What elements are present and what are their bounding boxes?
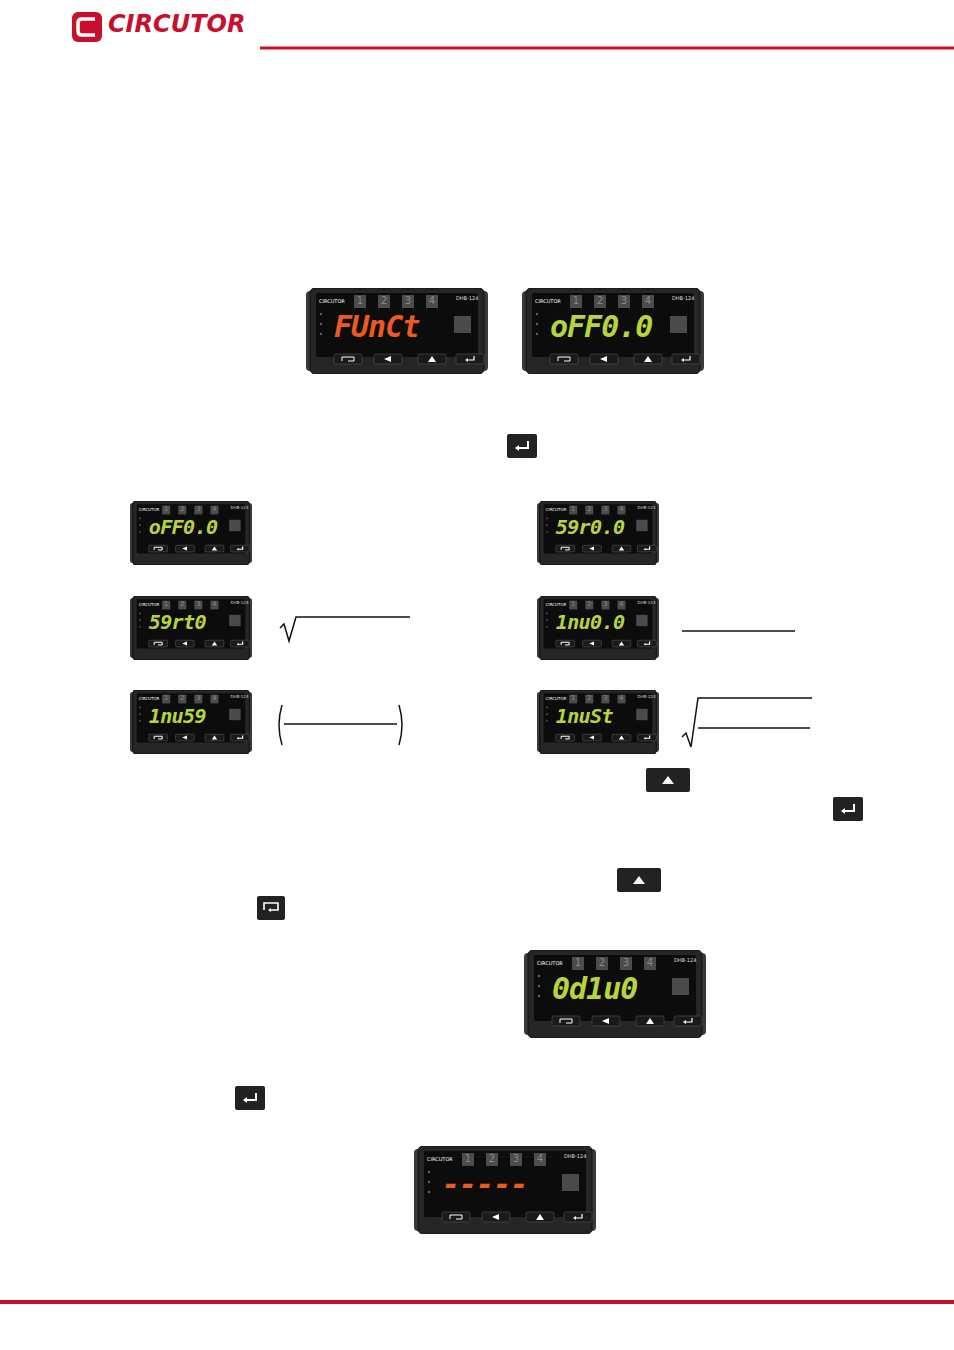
key-icons [235, 434, 863, 1110]
brand-text: CIRCUTOR [139, 697, 160, 701]
output-number: 2 [594, 296, 606, 306]
output-number: 1 [162, 695, 170, 702]
model-text: DHB-124 [638, 695, 656, 699]
display-reading: 1nuSt [556, 706, 613, 726]
output-number: 4 [642, 296, 654, 306]
output-number: 3 [194, 506, 202, 513]
model-text: DHB-124 [638, 601, 656, 605]
display-reading: 59r0.0 [556, 517, 625, 537]
output-number: 1 [462, 1154, 474, 1164]
output-number: 4 [534, 1154, 546, 1164]
brand-text: CIRCUTOR [537, 961, 563, 966]
output-number: 2 [178, 601, 186, 608]
output-number: 4 [210, 506, 218, 513]
output-number: 3 [601, 506, 609, 513]
output-number: 4 [210, 695, 218, 702]
output-number: 2 [486, 1154, 498, 1164]
model-text: DHB-124 [564, 1154, 586, 1159]
output-number: 1 [162, 506, 170, 513]
display-reading: 59rt0 [149, 612, 206, 632]
output-number: 3 [194, 601, 202, 608]
output-number: 3 [194, 695, 202, 702]
output-number: 3 [402, 296, 414, 306]
output-number: 3 [601, 601, 609, 608]
footer-rule [0, 1300, 954, 1304]
logo-text: CIRCUTOR [108, 12, 245, 36]
model-text: DHB-124 [231, 601, 249, 605]
panel-display: 59r0.0 CIRCUTOR DHB-124 1 2 3 4 [537, 501, 659, 565]
panel-display: oFF0.0 CIRCUTOR DHB-124 1 2 3 4 [522, 288, 704, 374]
output-number: 1 [572, 958, 584, 968]
model-text: DHB-124 [231, 506, 249, 510]
brand-text: CIRCUTOR [546, 603, 567, 607]
model-text: DHB-124 [672, 296, 694, 301]
output-number: 3 [620, 958, 632, 968]
output-number: 1 [162, 601, 170, 608]
brand-text: CIRCUTOR [427, 1157, 453, 1162]
display-reading: 1nu59 [149, 706, 206, 726]
output-number: 2 [585, 695, 593, 702]
output-number: 3 [601, 695, 609, 702]
model-text: DHB-124 [638, 506, 656, 510]
output-number: 4 [617, 506, 625, 513]
output-number: 2 [585, 506, 593, 513]
display-reading: ----- [442, 1170, 527, 1200]
output-number: 1 [569, 601, 577, 608]
model-text: DHB-124 [674, 958, 696, 963]
model-text: DHB-124 [231, 695, 249, 699]
output-number: 4 [617, 601, 625, 608]
display-reading: 1nu0.0 [556, 612, 625, 632]
output-number: 4 [617, 695, 625, 702]
brand-text: CIRCUTOR [546, 697, 567, 701]
brand-text: CIRCUTOR [139, 603, 160, 607]
output-number: 1 [354, 296, 366, 306]
model-text: DHB-124 [456, 296, 478, 301]
display-reading: FUnCt [334, 312, 419, 342]
output-number: 1 [569, 695, 577, 702]
output-number: 2 [178, 506, 186, 513]
panel-display: FUnCt CIRCUTOR DHB-124 1 2 3 4 [306, 288, 488, 374]
header-rule [260, 47, 954, 50]
output-number: 2 [378, 296, 390, 306]
brand-text: CIRCUTOR [139, 508, 160, 512]
display-reading: 0d1u0 [552, 974, 637, 1004]
panel-display: 1nu0.0 CIRCUTOR DHB-124 1 2 3 4 [537, 596, 659, 660]
brand-text: CIRCUTOR [319, 299, 345, 304]
brand-text: CIRCUTOR [535, 299, 561, 304]
panel-display: ----- CIRCUTOR DHB-124 1 2 3 4 [414, 1146, 596, 1234]
output-number: 2 [585, 601, 593, 608]
output-number: 4 [426, 296, 438, 306]
output-number: 2 [178, 695, 186, 702]
output-number: 1 [570, 296, 582, 306]
display-reading: oFF0.0 [550, 312, 652, 342]
panel-display: 59rt0 CIRCUTOR DHB-124 1 2 3 4 [130, 596, 252, 660]
output-number: 1 [569, 506, 577, 513]
display-reading: oFF0.0 [149, 517, 218, 537]
output-number: 3 [510, 1154, 522, 1164]
output-number: 3 [618, 296, 630, 306]
panel-display: oFF0.0 CIRCUTOR DHB-124 1 2 3 4 [130, 501, 252, 565]
panel-display: 0d1u0 CIRCUTOR DHB-124 1 2 3 4 [524, 950, 706, 1038]
output-number: 4 [644, 958, 656, 968]
panel-display: 1nuSt CIRCUTOR DHB-124 1 2 3 4 [537, 690, 659, 754]
panel-display: 1nu59 CIRCUTOR DHB-124 1 2 3 4 [130, 690, 252, 754]
output-number: 4 [210, 601, 218, 608]
brand-text: CIRCUTOR [546, 508, 567, 512]
output-number: 2 [596, 958, 608, 968]
logo-mark [72, 12, 102, 42]
